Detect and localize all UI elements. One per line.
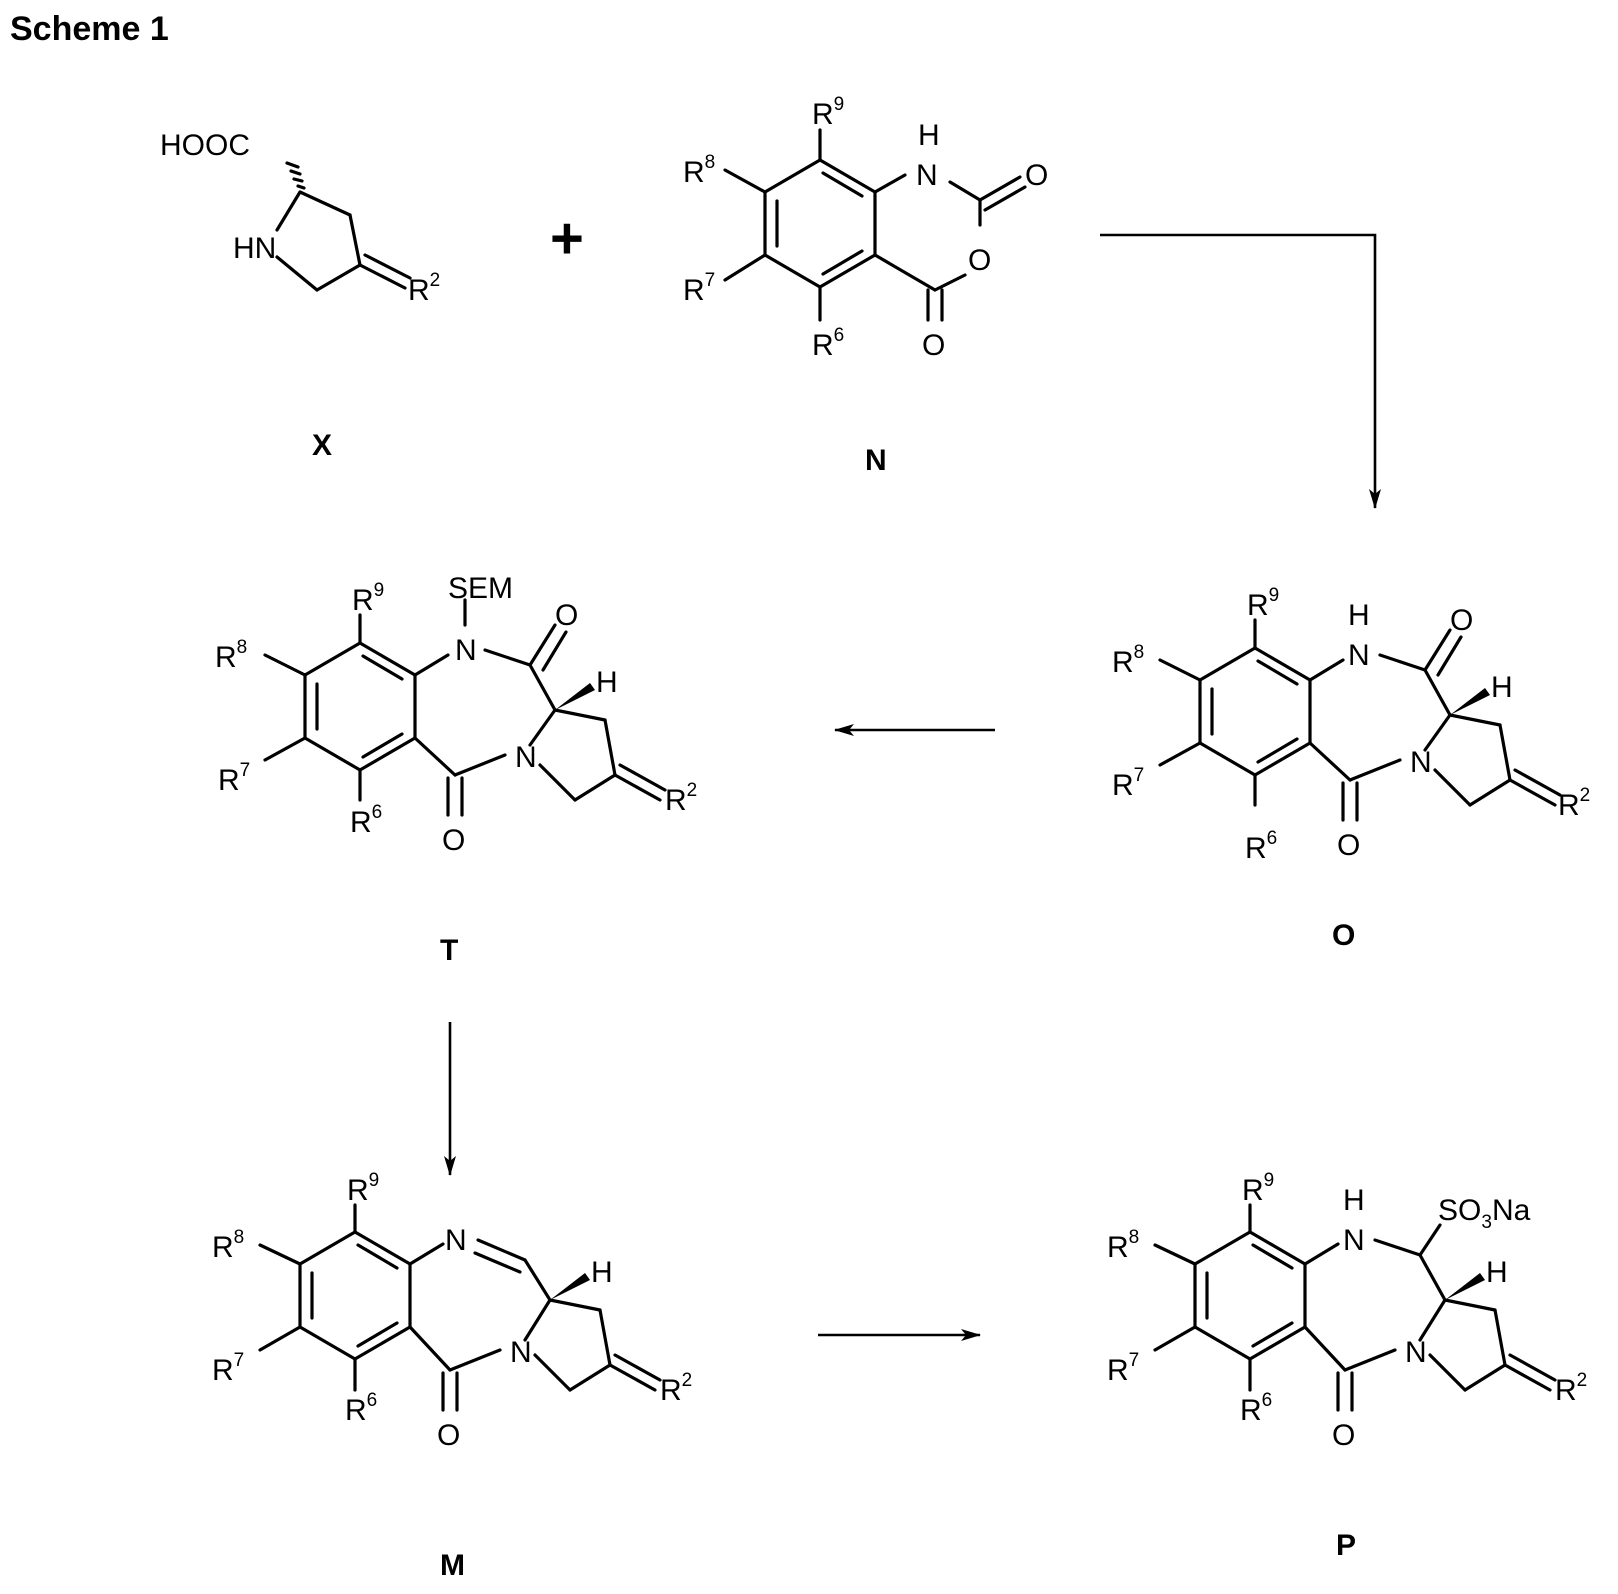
m-h-label: H <box>591 1256 613 1289</box>
compound-t-diazepine-ring <box>415 625 566 815</box>
compound-p-stereo-wedge <box>1445 1273 1485 1300</box>
o-nh-h-label: H <box>1348 599 1370 632</box>
arrow-xn-to-o <box>1100 235 1375 508</box>
hn-label: HN <box>233 232 276 265</box>
n-nh-n-label: N <box>916 159 938 192</box>
o-n2-label: N <box>1410 746 1432 779</box>
n-ring-o-label: O <box>968 244 991 277</box>
compound-label-n: N <box>865 444 887 477</box>
compound-t-structure: SEM N O H N O R9 R8 R7 R6 R2 <box>215 572 697 857</box>
compound-o-benzene-ring <box>1200 648 1310 775</box>
p-n1-label: N <box>1343 1224 1365 1257</box>
compound-o-pyrrolidine-ring <box>1435 715 1560 805</box>
compound-label-t: T <box>440 934 458 967</box>
p-r2-label: R2 <box>1555 1370 1587 1407</box>
compound-x-bonds <box>277 192 410 290</box>
o-n1-label: N <box>1348 639 1370 672</box>
compound-x-stereo-hash <box>287 163 304 188</box>
compound-m-substituent-bonds <box>260 1205 355 1390</box>
p-h-label: H <box>1486 1256 1508 1289</box>
n-carbonyl-o-bottom: O <box>922 329 945 362</box>
m-r9-label: R9 <box>347 1170 379 1207</box>
n-r7-label: R7 <box>683 270 715 307</box>
compound-p-substituent-bonds <box>1155 1205 1250 1390</box>
n-nh-h-label: H <box>918 119 940 152</box>
compound-m-benzene-ring <box>300 1232 410 1359</box>
n-carbonyl-o-top: O <box>1025 159 1048 192</box>
compound-o-structure: H N O H N O R9 R8 R7 R6 R2 <box>1112 585 1590 865</box>
compound-n-structure: H N O O O R9 R8 R7 R6 <box>683 94 1048 362</box>
t-r6-label: R6 <box>350 802 382 839</box>
o-h-label: H <box>1491 671 1513 704</box>
o-carbonyl-o-bottom: O <box>1337 829 1360 862</box>
o-carbonyl-o-top: O <box>1450 604 1473 637</box>
hooc-label: HOOC <box>160 129 250 162</box>
compound-x-structure: HOOC HN R2 <box>160 129 440 307</box>
m-r2-label: R2 <box>660 1370 692 1407</box>
plus-sign: + <box>550 206 584 271</box>
t-r9-label: R9 <box>352 580 384 617</box>
t-n2-label: N <box>515 741 537 774</box>
compound-t-substituent-bonds <box>265 600 465 800</box>
scheme-title: Scheme 1 <box>10 10 169 48</box>
m-n1-label: N <box>445 1224 467 1257</box>
compound-t-benzene-ring <box>305 643 415 770</box>
t-n1-label: N <box>455 634 477 667</box>
t-r8-label: R8 <box>215 637 247 674</box>
compound-p-diazepine-ring <box>1305 1225 1445 1410</box>
m-carbonyl-o: O <box>437 1419 460 1452</box>
compound-p-structure: H N SO3Na H N O R9 R8 R7 R6 R2 <box>1107 1170 1587 1452</box>
compound-label-m: M <box>440 1549 465 1582</box>
compound-label-x: X <box>312 429 332 462</box>
compound-m-stereo-wedge <box>550 1273 590 1300</box>
t-sem-label: SEM <box>448 572 513 605</box>
o-r9-label: R9 <box>1247 585 1279 622</box>
compound-n-benzene-ring <box>765 160 875 287</box>
m-r8-label: R8 <box>212 1227 244 1264</box>
p-n2-label: N <box>1405 1336 1427 1369</box>
compound-m-diazepine-ring <box>410 1240 550 1410</box>
p-carbonyl-o: O <box>1332 1419 1355 1452</box>
p-so3na-label: SO3Na <box>1438 1194 1531 1233</box>
t-carbonyl-o-top: O <box>555 599 578 632</box>
compound-label-p: P <box>1336 1529 1356 1562</box>
compound-o-substituent-bonds <box>1160 620 1255 805</box>
p-r9-label: R9 <box>1242 1170 1274 1207</box>
o-r7-label: R7 <box>1112 765 1144 802</box>
compound-n-substituent-bonds <box>725 130 820 320</box>
compound-t-pyrrolidine-ring <box>540 710 665 800</box>
compound-p-benzene-ring <box>1195 1232 1305 1359</box>
o-r8-label: R8 <box>1112 642 1144 679</box>
compound-p-pyrrolidine-ring <box>1430 1300 1555 1390</box>
p-r8-label: R8 <box>1107 1227 1139 1264</box>
p-r7-label: R7 <box>1107 1350 1139 1387</box>
t-h-label: H <box>596 666 618 699</box>
p-nh-h-label: H <box>1343 1184 1365 1217</box>
n-r9-label: R9 <box>812 94 844 131</box>
compound-t-stereo-wedge <box>555 683 595 710</box>
n-r8-label: R8 <box>683 152 715 189</box>
o-r2-label: R2 <box>1558 785 1590 822</box>
compound-m-structure: N H N O R9 R8 R7 R6 R2 <box>212 1170 692 1452</box>
compound-m-pyrrolidine-ring <box>535 1300 660 1390</box>
t-r7-label: R7 <box>218 760 250 797</box>
compound-label-o: O <box>1332 919 1355 952</box>
compound-o-stereo-wedge <box>1450 688 1490 715</box>
m-r6-label: R6 <box>345 1390 377 1427</box>
m-n2-label: N <box>510 1336 532 1369</box>
compound-n-anhydride-ring <box>875 175 1025 320</box>
m-r7-label: R7 <box>212 1350 244 1387</box>
n-r6-label: R6 <box>812 325 844 362</box>
t-r2-label: R2 <box>665 780 697 817</box>
o-r6-label: R6 <box>1245 828 1277 865</box>
t-carbonyl-o-bottom: O <box>442 824 465 857</box>
r2-label: R2 <box>408 270 440 307</box>
p-r6-label: R6 <box>1240 1390 1272 1427</box>
compound-o-diazepine-ring <box>1310 630 1461 820</box>
